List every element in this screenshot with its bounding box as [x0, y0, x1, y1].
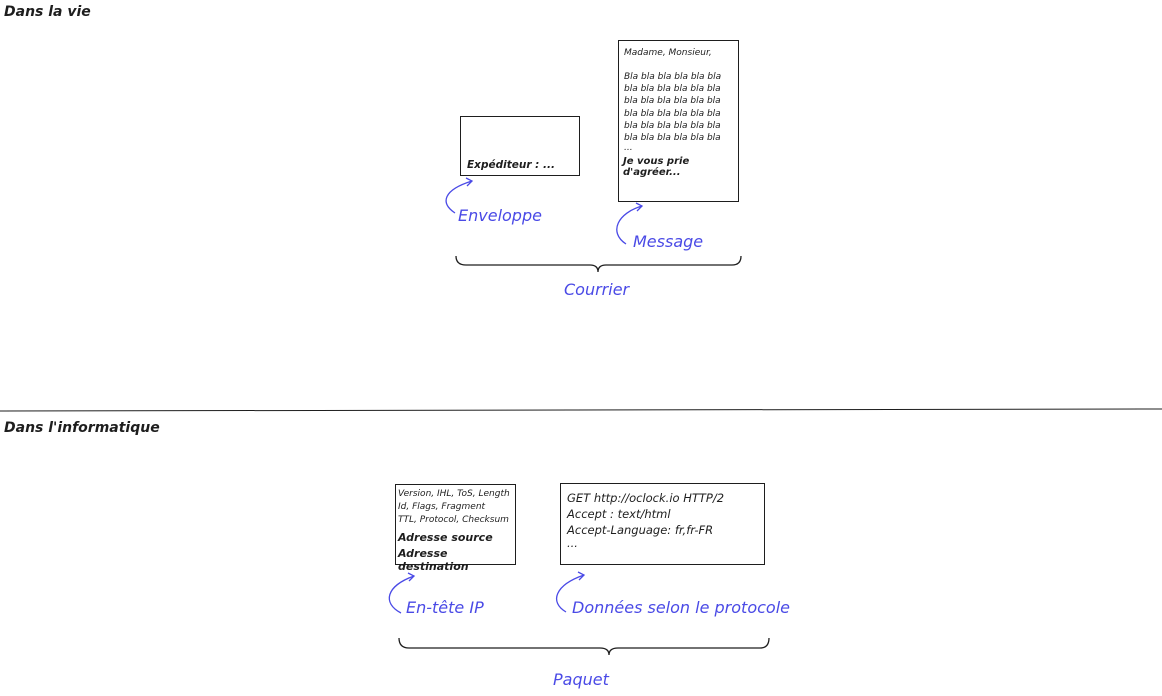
letter-line: bla bla bla bla bla bla — [624, 84, 721, 95]
label-ip-header: En-tête IP — [406, 598, 484, 617]
section-divider — [0, 408, 1162, 412]
letter-line: Bla bla bla bla bla bla — [624, 72, 722, 82]
label-envelope: Enveloppe — [458, 206, 542, 225]
payload-line: ... — [567, 536, 578, 550]
arrow-data — [556, 574, 585, 613]
payload-line: Accept : text/html — [567, 507, 671, 521]
payload-line: Accept-Language: fr,fr-FR — [567, 523, 714, 537]
ip-source-address: Adresse source — [398, 531, 493, 544]
section-title-computing: Dans l'informatique — [4, 420, 160, 436]
letter-line: bla bla bla bla bla bla — [624, 108, 721, 119]
label-courrier: Courrier — [564, 280, 630, 299]
ip-header-line: Version, IHL, ToS, Length — [398, 489, 510, 499]
ip-header-line: Id, Flags, Fragment — [398, 502, 486, 512]
annotation-arrows — [388, 177, 644, 614]
letter-body: Bla bla bla bla bla bla bla bla bla bla … — [624, 71, 722, 154]
envelope-sender-label: Expéditeur : ... — [467, 159, 555, 171]
payload-box: GET http://oclock.io HTTP/2 Accept : tex… — [560, 483, 765, 565]
section-title-life: Dans la vie — [4, 4, 91, 20]
ip-destination-address: Adresse destination — [398, 547, 469, 573]
ip-header-box: Version, IHL, ToS, Length Id, Flags, Fra… — [395, 484, 516, 573]
payload-line: GET http://oclock.io HTTP/2 — [567, 491, 725, 505]
courrier-brace — [455, 255, 742, 273]
label-paquet: Paquet — [553, 670, 609, 689]
letter-page: Madame, Monsieur, Bla bla bla bla bla bl… — [618, 40, 739, 202]
letter-closing: Je vous prie d'agréer... — [623, 156, 690, 178]
letter-salutation: Madame, Monsieur, — [624, 48, 712, 58]
envelope: Expéditeur : ... — [460, 116, 580, 176]
payload-lines: GET http://oclock.io HTTP/2 Accept : tex… — [567, 490, 725, 550]
arrow-ip-header — [388, 575, 415, 614]
label-message: Message — [633, 232, 704, 251]
ip-header-fields: Version, IHL, ToS, Length Id, Flags, Fra… — [398, 488, 510, 527]
letter-line: bla bla bla bla bla bla — [624, 133, 721, 144]
arrow-message — [616, 205, 643, 245]
letter-line: ... — [624, 143, 633, 154]
label-data: Données selon le protocole — [572, 598, 790, 617]
letter-line: bla bla bla bla bla bla — [624, 96, 721, 107]
ip-header-line: TTL, Protocol, Checksum — [398, 515, 509, 525]
arrow-envelope — [445, 180, 473, 214]
letter-line: bla bla bla bla bla bla — [624, 120, 721, 131]
paquet-brace — [398, 637, 770, 656]
